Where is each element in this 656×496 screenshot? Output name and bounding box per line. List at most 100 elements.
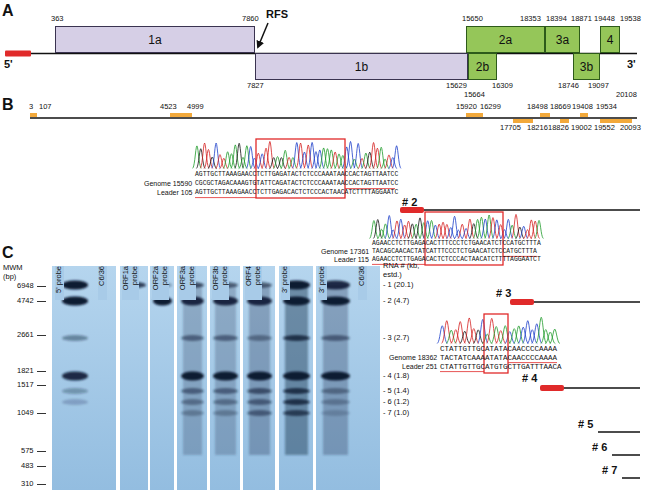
trace-peak [369,143,378,169]
trace-peak [437,326,447,344]
position-number: 575 [21,447,34,456]
rna-band [62,372,88,381]
genome-line-b [30,118,637,119]
orf-label: 3a [556,34,569,46]
sequence-text: CTATTGTTGCATATACAACCCCAAAA [440,345,557,354]
blot-panel [150,266,174,490]
position-number: 4999 [187,103,204,112]
ladder-tick [37,287,46,485]
trace-peak [216,155,225,169]
position-number: 363 [51,15,64,24]
trace-peak [504,219,513,238]
ladder-tick [37,385,46,386]
position-number: 19552 [594,124,615,133]
position-number: 16309 [492,82,513,91]
position-number: - 1 (20.1) [383,281,413,290]
blot-panel [243,266,275,490]
lane-header: 5' probe [55,266,64,300]
trace-peak [443,224,452,238]
genome-line-a [5,51,31,57]
trace-peak [342,147,351,168]
rna-band [283,372,310,381]
probe-region [513,119,533,123]
subgenomic-rna-line [598,431,640,433]
sequence-text: CGCGCTAGACAAAGTGTATTCAGATACTCTCCCAAATAAC… [195,180,398,188]
trace-peak [545,332,555,344]
rna-band [247,388,272,394]
orf-label: 4 [607,34,614,46]
trace-peak [487,318,497,343]
rna-band [62,281,88,290]
rfs-arrow [258,23,268,47]
lane-header: 3' probe [318,266,327,300]
orf-box: 2a [466,26,545,53]
match-underline [195,197,256,198]
trace-peak [385,216,394,239]
position-number: 18353 [520,15,541,24]
trace-peak [527,330,537,344]
trace-peak [200,143,209,168]
rna-band [181,410,204,416]
trace-peak [535,220,544,238]
sequence-source: Genome 17361 [321,248,369,256]
position-number: 16299 [480,103,501,112]
probe-region [540,113,550,117]
orf-box: 1a [55,26,255,53]
orf-box: 1b [255,53,468,80]
rna-band [181,372,204,381]
trace-peak [427,220,436,238]
rna-band [247,410,272,416]
subgenomic-rna-line [612,454,640,456]
panel-letter: B [2,96,14,114]
rna-band [213,388,238,394]
position-number: - 5 (1.4) [383,387,409,396]
rna-number: # 6 [592,441,607,454]
position-number: 4742 [17,297,34,306]
rna-band [321,399,350,405]
rna-band [181,399,204,405]
position-number: 15664 [464,91,485,100]
lane-header: ORF2a probe [152,266,169,300]
ladder-tick [37,413,46,414]
orf-box: 2b [468,53,497,80]
position-number: - 2 (4.7) [383,297,409,306]
blot-smear [323,285,348,455]
trace-peak [519,226,528,238]
rna-band [283,388,310,394]
sequence-text: AGTTGCTTAAAGAACCTCTTGAGACACTCTCCCACTAACA… [195,189,398,197]
sequence-source: Leader 115 [334,256,369,264]
position-number: 18216 [527,124,548,133]
rna-band [321,388,350,394]
sequence-text: AGTTGCTTAAAGAACCTCTTGAGATACTCTCCCAAATAAC… [195,171,398,179]
blot-panel [52,266,116,490]
sequence-text: TACAGCAACACTATCATTTCCCTCTGAACATCTCCATGCT… [372,248,537,256]
ladder-title: MWM (bp) [3,264,33,281]
frameshift-label: RFS [266,8,288,21]
position-number: 3 [29,103,33,112]
rna-number: # 3 [496,287,511,300]
sequence-source: Genome 18362 [389,354,437,362]
trace-peak [493,220,502,239]
position-number: - 3 (2.7) [383,334,409,343]
trace-peak [385,155,394,169]
ladder-tick [37,451,46,452]
trace-peak [400,225,409,239]
position-number: 107 [39,103,52,112]
ladder-tick [37,286,46,287]
trace-peak [196,149,205,169]
rna-band [62,399,88,405]
position-number: 2661 [17,331,34,340]
position-number: 483 [21,462,34,471]
position-number: 15920 [456,103,477,112]
trace-peak [416,218,425,239]
ladder-tick [37,371,46,372]
blot-bands [62,281,350,456]
rna-band [181,388,204,394]
sequence-source: Genome 15590 [144,180,192,188]
orf-label: 1a [148,34,161,46]
trace-peak [532,324,542,344]
position-number: 4523 [160,103,177,112]
position-number: 19097 [588,82,609,91]
sequence-source: Leader 251 [402,363,437,371]
